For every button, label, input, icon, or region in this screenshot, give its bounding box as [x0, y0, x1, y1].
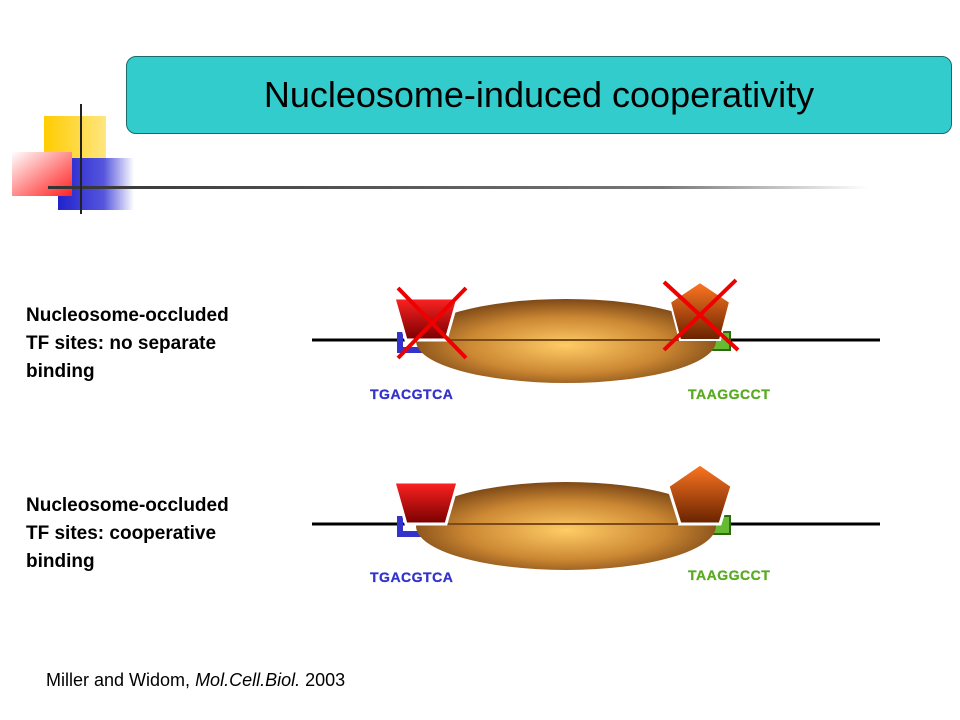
left-site-sequence: TGACGTCA [370, 386, 453, 402]
right-site-sequence: TAAGGCCT [688, 567, 770, 583]
deco-vertical-line [80, 104, 82, 214]
panel-1-label-line-2: TF sites: no separate [26, 333, 217, 354]
right-tf-pentagon [668, 280, 732, 341]
citation-year: 2003 [305, 670, 346, 690]
slide-title: Nucleosome-induced cooperativity [263, 74, 815, 115]
citation-authors: Miller and Widom, [46, 670, 191, 690]
right-tf-pentagon-full [666, 462, 734, 526]
panel-2-label-line-1: Nucleosome-occluded [26, 495, 229, 516]
cross-left-icon-stroke-2 [396, 286, 468, 360]
right-site-sequence: TAAGGCCT [688, 386, 770, 402]
panel-1-label: Nucleosome-occluded TF sites: no separat… [26, 302, 229, 386]
citation-journal: Mol.Cell.Biol. [195, 670, 301, 690]
panel-1-label-line-1: Nucleosome-occluded [26, 305, 229, 326]
title-banner: Nucleosome-induced cooperativity [126, 56, 952, 134]
cross-right-icon-stroke-2 [662, 278, 738, 352]
left-site-sequence: TGACGTCA [370, 569, 453, 585]
deco-horizontal-line [48, 186, 868, 189]
panel-2-label-line-2: TF sites: cooperative [26, 523, 217, 544]
panel-2-diagram: TGACGTCA TAAGGCCT [312, 461, 880, 585]
nucleosome [416, 482, 716, 570]
panel-2-label: Nucleosome-occluded TF sites: cooperativ… [26, 492, 229, 576]
left-tf-trapezoid [392, 480, 460, 526]
panel-1-label-line-3: binding [26, 361, 95, 382]
decorative-corner-squares [12, 104, 868, 214]
panel-2-label-line-3: binding [26, 551, 95, 572]
panel-1-diagram: TGACGTCA TAAGGCCT [312, 278, 880, 402]
citation: Miller and Widom, Mol.Cell.Biol. 2003 [46, 670, 345, 691]
